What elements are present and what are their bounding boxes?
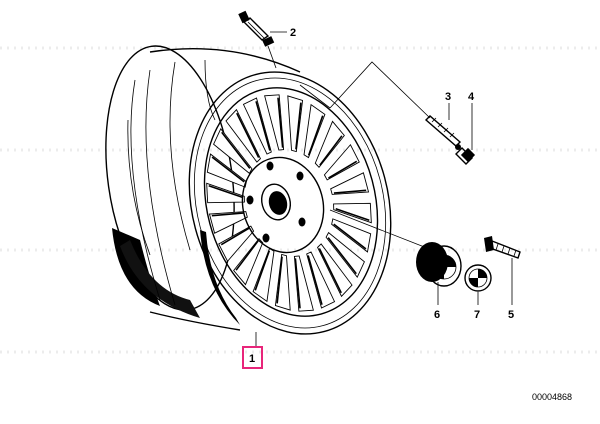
spoke-shadow [211, 212, 245, 217]
callout-2: 2 [290, 27, 296, 39]
valve-stem-icon[interactable] [238, 10, 275, 47]
spoke-shadow [294, 258, 301, 309]
hub-cap-icon[interactable] [416, 242, 462, 287]
spoke-shadow [333, 189, 367, 194]
spoke-shadow [295, 102, 302, 150]
bolt-holes [246, 161, 306, 243]
spoke-shadow [220, 227, 250, 246]
spoke-shadow [211, 156, 245, 183]
callout-6: 6 [434, 309, 440, 321]
spoke-shadow [307, 115, 324, 156]
spoke-shadow [333, 223, 367, 250]
callout-3: 3 [445, 91, 451, 103]
spoke-slot [330, 172, 370, 195]
spoke-shadow [327, 237, 357, 275]
callout-7: 7 [474, 309, 480, 321]
spoke-shadow [328, 160, 358, 179]
spoke-shadow [221, 131, 251, 169]
spoke-shadow [255, 101, 271, 151]
spoke-shadow [335, 208, 370, 222]
spoke-shadow [319, 135, 343, 166]
spoke-slot [306, 251, 336, 309]
spoke-slot [331, 218, 372, 253]
spoke-slot [325, 231, 365, 278]
spoke-shadow [236, 112, 260, 158]
spoke-shadow [208, 184, 243, 198]
callout-4: 4 [468, 91, 475, 103]
spoke-slot [314, 120, 345, 169]
spoke-shadow [318, 248, 342, 294]
leader-lines [255, 103, 513, 346]
spoke-shadow [235, 240, 259, 271]
spoke-slot [218, 225, 255, 263]
spoke-slot [274, 253, 291, 311]
valve-explode-line [329, 61, 431, 119]
callout-1-highlight[interactable]: 1 [242, 346, 263, 369]
spoke-slot [303, 103, 326, 159]
spoke-slot [213, 128, 253, 175]
spoke-slot [323, 143, 360, 181]
emblem-icon[interactable] [464, 264, 492, 292]
document-number: 00004868 [532, 392, 572, 402]
hub-explode-line [329, 209, 433, 251]
spoke-slot [242, 97, 272, 155]
watermark [0, 46, 600, 354]
callout-labels: 2 3 4 6 7 5 [290, 27, 514, 321]
callout-5: 5 [508, 309, 514, 321]
spoke-slot [317, 243, 353, 298]
spoke-shadow [307, 255, 323, 305]
spoke-shadow [276, 256, 283, 304]
callout-1: 1 [249, 353, 255, 365]
spoke-slot [233, 237, 264, 286]
spoke-slot [225, 108, 261, 163]
spoke-slot [208, 211, 248, 234]
wheel-spokes [206, 94, 372, 312]
leader-2b [267, 45, 277, 69]
valve-insert-icon[interactable] [424, 115, 462, 150]
wheel-bolt-icon[interactable] [484, 236, 521, 259]
wheel-hub [241, 156, 325, 254]
spoke-shadow [254, 250, 271, 291]
spoke-shadow [277, 97, 284, 148]
spoke-slot [287, 95, 304, 153]
valve-cap-icon[interactable] [455, 147, 476, 165]
wheel-rim[interactable] [90, 38, 419, 357]
